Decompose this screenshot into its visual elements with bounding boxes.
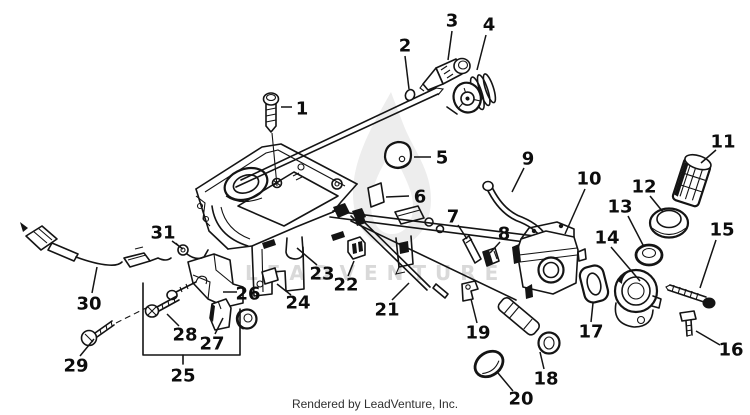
callout-leader-30 xyxy=(91,266,98,294)
part-25-grommet xyxy=(235,308,258,330)
callout-leader-21 xyxy=(391,282,410,301)
callout-leader-7 xyxy=(457,224,468,240)
callout-leader-28 xyxy=(166,313,180,327)
part-4-clutch-drum xyxy=(452,73,497,114)
callout-leader-4 xyxy=(476,34,487,71)
part-7-tube xyxy=(462,235,482,264)
part-17-gasket xyxy=(578,264,610,304)
callout-leader-27 xyxy=(214,317,224,335)
callout-8[interactable]: 8 xyxy=(498,223,511,244)
callout-7[interactable]: 7 xyxy=(447,206,460,227)
group-25-bracket xyxy=(142,282,241,365)
callout-15[interactable]: 15 xyxy=(709,219,734,240)
callout-23[interactable]: 23 xyxy=(309,263,334,284)
callout-leader-23 xyxy=(296,247,318,266)
linkage-rods xyxy=(235,87,564,301)
callout-6[interactable]: 6 xyxy=(414,186,427,207)
callout-19[interactable]: 19 xyxy=(465,322,490,343)
part-16-bolt xyxy=(679,310,697,337)
callout-leader-29 xyxy=(79,338,95,357)
callout-leader-13 xyxy=(627,215,644,246)
part-30-throttle-cable xyxy=(20,222,172,268)
part-24-plate xyxy=(261,267,279,285)
callout-leader-3 xyxy=(447,30,453,61)
callout-21[interactable]: 21 xyxy=(374,299,399,320)
part-5-cap xyxy=(383,140,413,170)
part-3-screw-spring xyxy=(419,57,471,92)
callout-leader-16 xyxy=(695,330,721,346)
part-22-block xyxy=(347,236,366,260)
callout-2[interactable]: 2 xyxy=(399,35,412,56)
part-18-fuel-pickup xyxy=(497,297,561,355)
callout-28[interactable]: 28 xyxy=(172,324,197,345)
callout-20[interactable]: 20 xyxy=(508,388,533,409)
callout-18[interactable]: 18 xyxy=(533,368,558,389)
callout-leader-9 xyxy=(511,167,525,193)
callout-24[interactable]: 24 xyxy=(285,292,310,313)
callout-leader-20 xyxy=(497,372,514,392)
main-housing xyxy=(195,143,445,297)
callout-leader-8 xyxy=(489,241,501,254)
callout-leader-12 xyxy=(649,195,664,213)
callout-leader-6 xyxy=(385,195,410,198)
part-12-cup xyxy=(648,207,690,239)
callout-30[interactable]: 30 xyxy=(76,293,101,314)
part-25-trigger-group xyxy=(166,253,244,308)
part-20-cap xyxy=(473,349,505,379)
part-8-grommet xyxy=(482,247,500,267)
callout-13[interactable]: 13 xyxy=(607,196,632,217)
callout-26[interactable]: 26 xyxy=(235,283,260,304)
callout-9[interactable]: 9 xyxy=(522,148,535,169)
part-1-screw xyxy=(262,92,280,133)
part-13-ring xyxy=(634,243,664,267)
part-28-screw xyxy=(144,295,180,318)
callout-22[interactable]: 22 xyxy=(333,274,358,295)
callout-leader-24 xyxy=(276,283,292,296)
callout-leader-14 xyxy=(610,246,641,282)
part-11-air-filter xyxy=(671,153,712,208)
callout-5[interactable]: 5 xyxy=(436,147,449,168)
part-31-clip xyxy=(175,242,209,260)
callout-leader-18 xyxy=(539,351,545,370)
callout-leader-19 xyxy=(470,298,478,324)
part-6-plate xyxy=(367,182,385,208)
callout-27[interactable]: 27 xyxy=(199,333,224,354)
callout-14[interactable]: 14 xyxy=(594,227,619,248)
callout-leader-22 xyxy=(347,260,355,277)
callout-11[interactable]: 11 xyxy=(710,131,735,152)
part-27-switch xyxy=(209,298,232,331)
watermark-text: LEADVENTURE xyxy=(245,261,507,285)
callout-leader-17 xyxy=(590,302,594,323)
part-10-carburetor xyxy=(512,221,587,299)
callout-leader-10 xyxy=(564,188,586,235)
part-15-screw xyxy=(665,284,716,309)
callout-31[interactable]: 31 xyxy=(150,222,175,243)
callout-16[interactable]: 16 xyxy=(718,339,743,360)
callout-1[interactable]: 1 xyxy=(296,98,309,119)
callout-4[interactable]: 4 xyxy=(483,14,496,35)
callout-12[interactable]: 12 xyxy=(631,176,656,197)
callout-leader-11 xyxy=(700,149,717,164)
part-19-clamp xyxy=(461,280,479,302)
callout-3[interactable]: 3 xyxy=(446,10,459,31)
footer-credit: Rendered by LeadVenture, Inc. xyxy=(292,397,458,411)
callout-leader-31 xyxy=(171,240,184,250)
callout-leader-15 xyxy=(699,239,717,289)
callout-17[interactable]: 17 xyxy=(578,321,603,342)
callout-leader-2 xyxy=(404,55,410,90)
part-2-ring xyxy=(404,88,416,102)
callout-10[interactable]: 10 xyxy=(576,168,601,189)
callout-29[interactable]: 29 xyxy=(63,355,88,376)
callout-25[interactable]: 25 xyxy=(170,365,195,386)
part-14-elbow xyxy=(613,268,662,328)
